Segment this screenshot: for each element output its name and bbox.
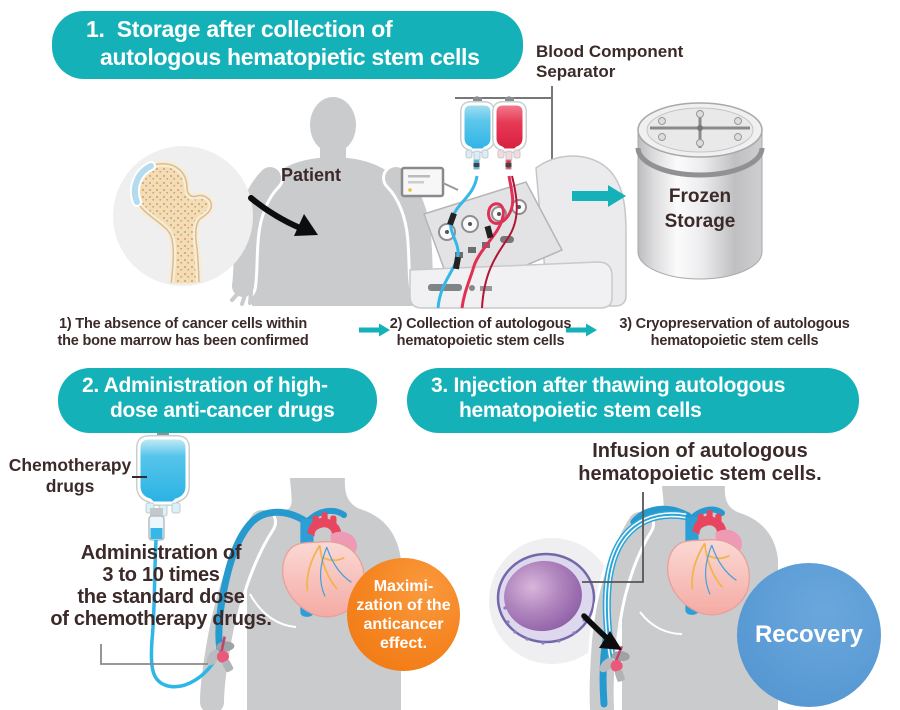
section3-banner-line1: 3. Injection after thawing autologous [431,374,786,397]
dose-bracket-line [100,644,208,665]
chemo-label-line1: Chemotherapy [8,455,132,475]
effect-line2: zation of the [356,596,451,614]
effect-line1: Maximi- [373,577,434,595]
frozen-storage-label: Frozen Storage [640,184,760,234]
chemo-iv-bag [132,424,190,541]
dose-line3: the standard dose [77,586,245,608]
section1-banner: 1. Storage after collection of autologou… [52,11,523,79]
collection-arrow [248,195,318,236]
dose-line2: 3 to 10 times [102,564,220,586]
frozen-storage-tank [635,102,765,280]
stem-cell-inset [489,538,615,664]
section2-banner: 2. Administration of high- dose anti-can… [58,368,377,433]
section3-banner-line2: hematopoietic stem cells [459,399,702,423]
section2-banner-line2: dose anti-cancer drugs [110,399,335,423]
separator-label-line2: Separator [536,62,616,81]
infusion-line [602,510,687,667]
dose-description: Administration of 3 to 10 times the stan… [25,542,297,630]
section1-banner-line2: autologous hematopietic stem cells [100,43,480,70]
anticancer-effect-badge: Maximi- zation of the anticancer effect. [347,558,460,671]
frozen-label-line2: Storage [664,211,736,232]
separator-label: Blood Component Separator [536,42,683,82]
iv-tube [149,539,218,689]
step3-caption: 3) Cryopreservation of autologous hemato… [597,316,872,350]
section1-banner-line1: 1. Storage after collection of [86,16,393,42]
infusion-bracket-line [582,492,644,583]
recovery-label: Recovery [754,621,864,648]
infusion-line1: Infusion of autologous [592,440,808,462]
frozen-label-line1: Frozen [668,186,732,207]
step3-line1: 3) Cryopreservation of autologous [619,316,850,332]
chemotherapy-drugs-label: Chemotherapy drugs [6,455,134,497]
effect-line3: anticancer [363,615,444,633]
patient-silhouette [229,97,437,306]
infusion-label: Infusion of autologous hematopoietic ste… [540,440,860,486]
step2-line2: hematopoietic stem cells [396,333,565,349]
dose-line1: Administration of [80,542,242,564]
step1-line1: 1) The absence of cancer cells within [58,316,308,332]
section3-banner: 3. Injection after thawing autologous he… [407,368,859,433]
separator-label-line1: Blood Component [536,42,684,61]
section2-banner-line1: 2. Administration of high- [82,374,328,397]
blood-bag [492,97,527,170]
recovery-badge: Recovery [737,563,881,707]
freeze-arrow [572,185,626,207]
step2-caption: 2) Collection of autologous hematopoieti… [383,316,578,350]
step2-line1: 2) Collection of autologous [389,316,572,332]
vein-branch-right [306,507,347,523]
step1-caption: 1) The absence of cancer cells within th… [18,316,348,350]
vein-branch-right-2 [689,506,725,521]
plasma-bag [460,97,495,170]
bone-marrow-inset [113,146,253,286]
step-arrow-1 [359,323,390,337]
chemo-label-line2: drugs [45,476,95,496]
vein-to-heart [215,508,309,659]
infusion-line2: hematopoietic stem cells. [578,463,822,485]
patient-label: Patient [281,165,342,185]
effect-line4: effect. [379,634,428,652]
step3-line2: hematopoietic stem cells [650,333,819,349]
infusion-arrow [581,613,622,650]
step-arrow-2 [566,323,597,337]
step1-line2: the bone marrow has been confirmed [57,333,309,349]
dose-line4: of chemotherapy drugs. [50,608,272,630]
